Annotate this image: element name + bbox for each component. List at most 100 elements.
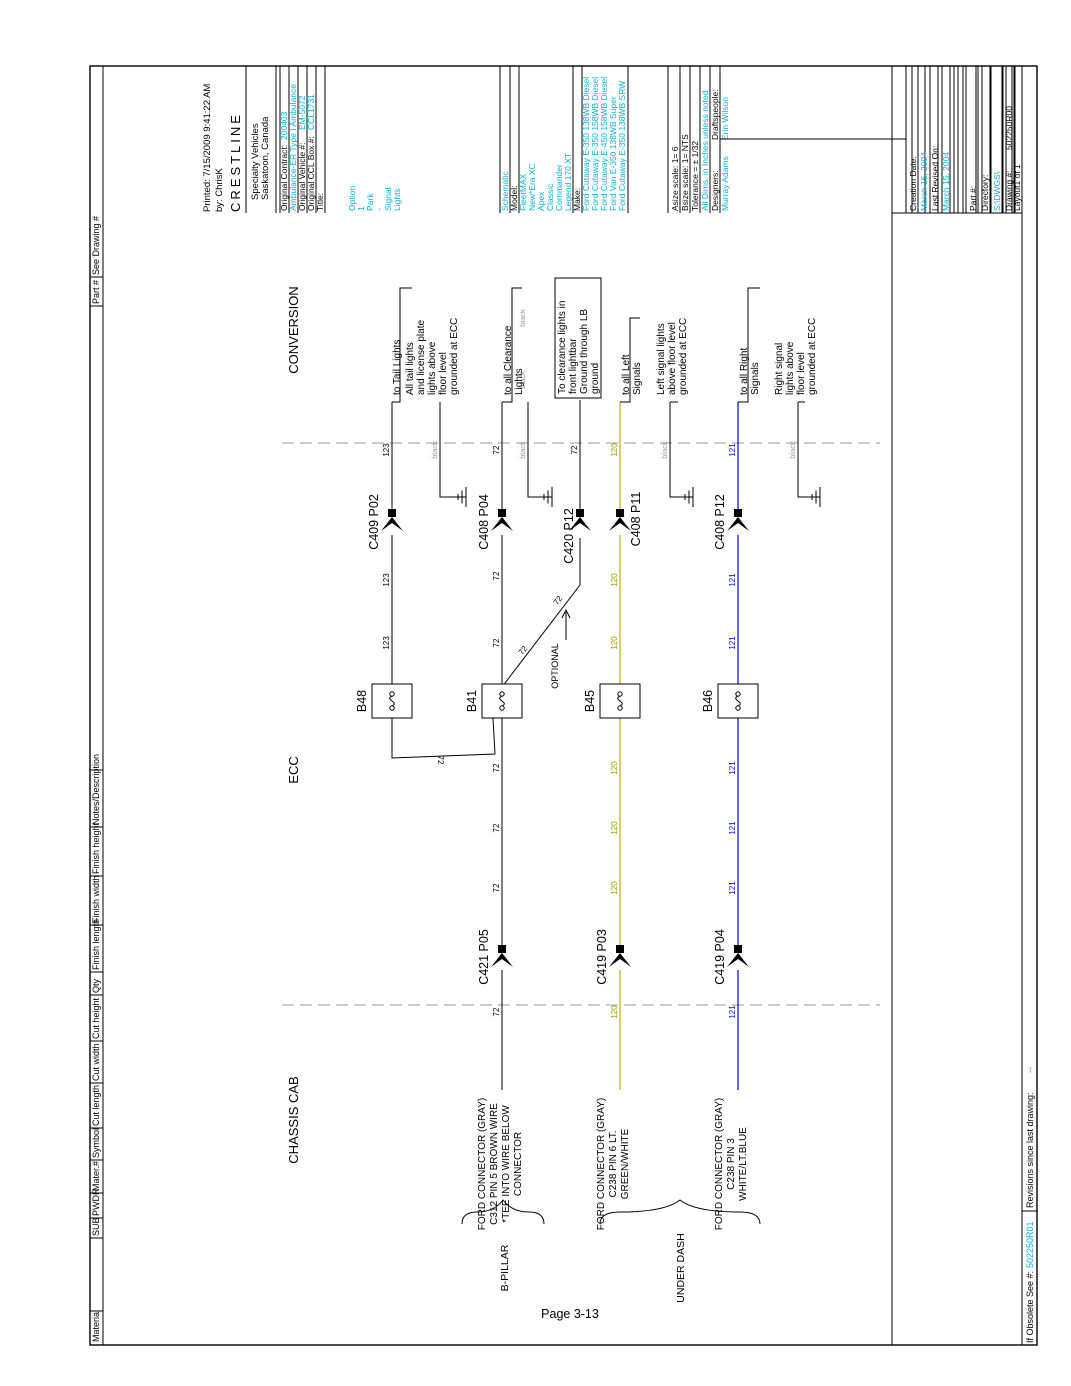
tb-model-1: FleetMAX [518, 173, 528, 211]
wirenum-121-e: 121 [728, 636, 737, 650]
section-conversion: CONVERSION [286, 286, 301, 373]
label-c408-p12: C408 P12 [713, 494, 727, 550]
desc-clearance-2: Lights [514, 368, 525, 395]
tb-layout: Layout1 of 1 [1012, 164, 1022, 211]
tb-ccl-label: Original CCL Box #: [306, 136, 316, 211]
leader-left [620, 317, 640, 403]
wirenum-72-a: 72 [492, 1007, 501, 1016]
tb-model-6: Legend 170 XT [563, 153, 573, 211]
label-fuse-b48: B48 [355, 690, 369, 712]
connector-c421-p05 [491, 945, 513, 967]
header-notes: Notes/Description [91, 754, 101, 825]
header-finish-width: Finish width [91, 875, 101, 923]
ford-c238-3-line-1: FORD CONNECTOR (GRAY) [714, 1098, 725, 1230]
tb-model-5: Commander [554, 164, 564, 211]
connector-c419-p03 [609, 945, 631, 967]
wirenum-121-f: 121 [728, 573, 737, 587]
label-fuse-b45: B45 [583, 690, 597, 712]
leader-right [738, 287, 760, 403]
wirenum-black-clearance: black [518, 441, 527, 459]
fuse-b48-element [389, 695, 395, 707]
tb-make-1: Ford Cutaway E-350 138WB Diesel [581, 77, 591, 211]
wirenum-123-c: 123 [382, 443, 391, 457]
header-pwdr: PWDR [91, 1188, 101, 1216]
location-under-dash: UNDER DASH [675, 1233, 687, 1302]
ground-wire-clearance [527, 402, 552, 498]
tb-title-line-5: Signal [383, 187, 393, 211]
desc-right-3: Right signal [774, 343, 785, 395]
ford-c312-line-3: *TEE INTO WIRE BELOW [501, 1105, 512, 1223]
wirenum-123-b: 123 [382, 573, 391, 587]
header-sub: SUB [91, 1217, 101, 1236]
tb-drafts-label: Draftspeople: [710, 89, 720, 140]
wirenum-black-clearance-2: black [518, 309, 527, 327]
wirenum-121-a: 121 [728, 1005, 737, 1019]
tb-company-2: Saskatoon, Canada [260, 116, 271, 200]
tb-model-3: Apex [536, 191, 546, 211]
tb-ccl-value: CCL1731 [306, 94, 316, 130]
desc-tail-6: grounded at ECC [449, 318, 460, 395]
tb-revised-label: Last Revised On: [930, 146, 940, 211]
wirenum-black-tail: black [430, 441, 439, 459]
ground-wire-tail [439, 402, 466, 498]
fuse-b46-element [735, 695, 741, 707]
brace-under-dash [599, 1199, 761, 1225]
tb-part-label: Part #: [968, 186, 978, 211]
leader-tail [392, 287, 412, 403]
tb-model-2: New*Era XC [527, 163, 537, 211]
wirenum-120-g: 120 [610, 443, 619, 457]
tb-make-4: Ford Van E-350 138WB Super [608, 96, 618, 211]
tb-by: by: ChrisK [214, 168, 225, 212]
revisions-label: Revisions since last drawing: [1025, 1092, 1035, 1208]
connector-c408-p12 [727, 509, 749, 531]
header-mater: Mater.# [91, 1161, 101, 1191]
wirenum-72-e: 72 [492, 638, 501, 647]
tb-drawing-value: 502250R00 [1004, 106, 1014, 150]
ground-wire-right [797, 402, 820, 498]
tb-dims: All Dims. in Inches unless noted [700, 90, 710, 211]
desc-lightbar-2: front lightbar [568, 338, 579, 394]
desc-left-3: Left signal lights [656, 323, 667, 395]
header-cut-height: Cut height [91, 997, 101, 1039]
tb-make-3: Ford Cutaway E-450 158WB Diesel [599, 77, 609, 211]
connector-c408-p11 [609, 509, 631, 531]
tb-contract-value: 200403 [279, 111, 289, 140]
leader-clearance [502, 287, 522, 403]
wirenum-120-a: 120 [610, 1005, 619, 1019]
tb-printed: Printed: 7/15/2009 9:41:22 AM [202, 84, 213, 212]
fuse-b41-element [499, 695, 505, 707]
ford-c312-line-4: CONNECTOR [513, 1132, 524, 1196]
desc-right-5: floor level [796, 352, 807, 395]
wirenum-72-jumper: 72 [436, 756, 445, 765]
ford-c312-line-2: C312 PIN 5 BROWN WIRE [489, 1103, 500, 1225]
tb-designer-value: Murray Adams [720, 156, 730, 211]
wire-72-jumper [391, 699, 496, 759]
label-c408-p04: C408 P04 [477, 494, 491, 550]
wirenum-120-f: 120 [610, 573, 619, 587]
connector-c408-p04 [491, 509, 513, 531]
revisions-value: -- [1025, 1067, 1035, 1073]
tb-asize: Asize scale: 1= 6 [670, 146, 680, 211]
desc-left-5: grounded at ECC [678, 318, 689, 395]
wirenum-120-d: 120 [610, 761, 619, 775]
header-see-drawing: See Drawing # [91, 216, 101, 275]
header-symbol: Symbol [91, 1128, 101, 1158]
desc-tail-4: lights above [427, 341, 438, 395]
tb-schematic: Schematic [500, 171, 510, 211]
header-cut-width: Cut width [91, 1043, 101, 1081]
section-ecc: ECC [286, 756, 301, 783]
wirenum-72-f: 72 [492, 571, 501, 580]
ford-c312-line-1: FORD CONNECTOR (GRAY) [477, 1098, 488, 1230]
section-chassis: CHASSIS CAB [286, 1076, 301, 1163]
label-c419-p03: C419 P03 [595, 929, 609, 985]
wirenum-72-opt-2: 72 [552, 594, 565, 607]
desc-lightbar-4: ground [590, 363, 601, 394]
tb-vehicle-label: Original Vehicle #: [297, 142, 307, 211]
tb-tolerance: Tolerance = ± 1/32 [690, 141, 700, 211]
wirenum-black-left: black [660, 441, 669, 459]
ford-c238-3-line-2: C238 PIN 3 [726, 1138, 737, 1190]
tb-bsize: Bsize scale: 1= NTS [680, 134, 690, 211]
desc-left-2: Signals [632, 362, 643, 395]
wirenum-120-c: 120 [610, 821, 619, 835]
